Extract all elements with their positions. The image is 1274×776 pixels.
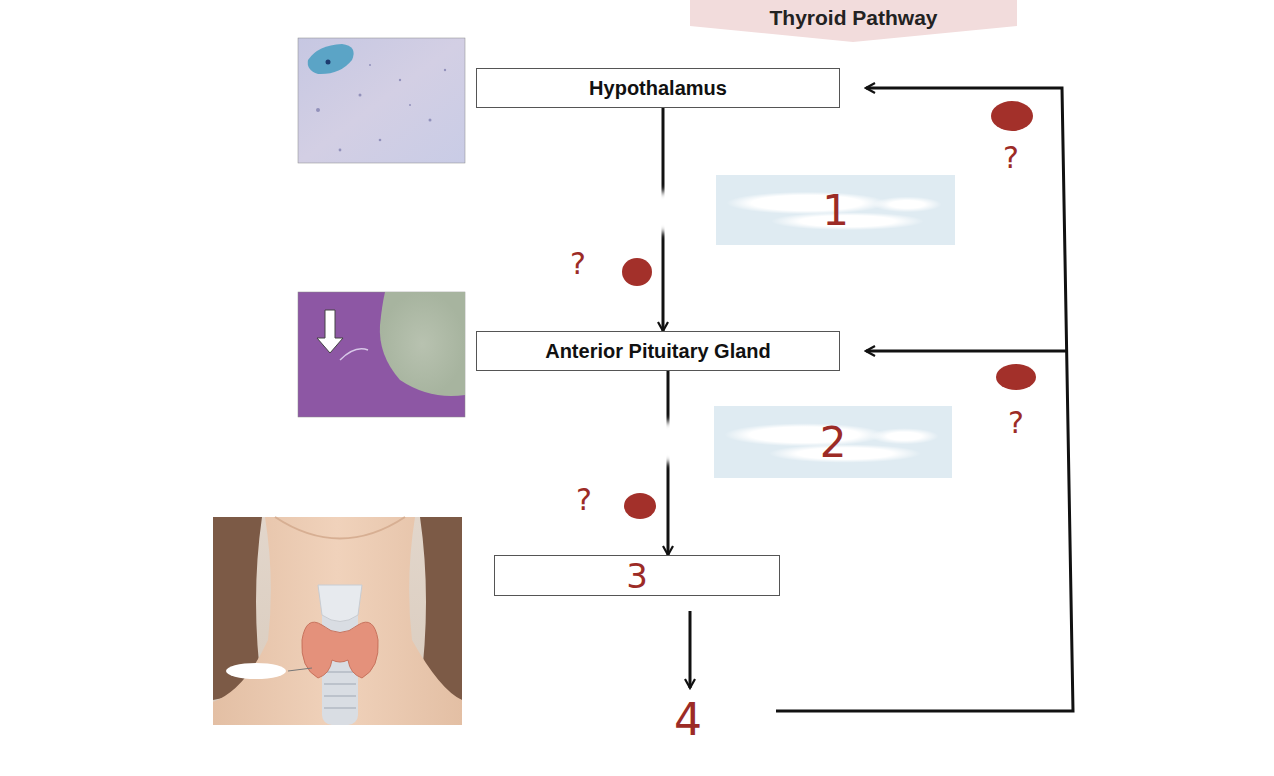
question-mark: ? bbox=[570, 246, 586, 281]
title-banner bbox=[690, 0, 1017, 42]
micrograph-hypothalamus bbox=[298, 38, 465, 163]
whiteout-mark bbox=[642, 191, 698, 463]
question-mark: ? bbox=[576, 482, 592, 517]
micrograph-pituitary bbox=[298, 292, 465, 417]
label-box: 2 bbox=[714, 406, 952, 478]
callout-number: 2 bbox=[820, 418, 847, 467]
feedback-line bbox=[690, 88, 1073, 711]
callout-number: 4 bbox=[674, 694, 702, 745]
thyroid-illustration bbox=[213, 517, 462, 725]
diagram-title: Thyroid Pathway bbox=[690, 6, 1017, 30]
question-mark: ? bbox=[1008, 405, 1024, 440]
red-mark bbox=[622, 101, 1036, 519]
process-box: Anterior Pituitary Gland bbox=[476, 331, 840, 371]
flow-arrow bbox=[667, 371, 670, 555]
process-box: 3 bbox=[494, 555, 780, 596]
node-label: Hypothalamus bbox=[589, 77, 727, 100]
question-mark: ? bbox=[1003, 140, 1019, 175]
callout-number: 1 bbox=[822, 186, 849, 235]
label-box: 1 bbox=[716, 175, 955, 245]
node-label: Anterior Pituitary Gland bbox=[545, 340, 771, 363]
process-box: Hypothalamus bbox=[476, 68, 840, 108]
callout-number: 3 bbox=[626, 556, 648, 596]
